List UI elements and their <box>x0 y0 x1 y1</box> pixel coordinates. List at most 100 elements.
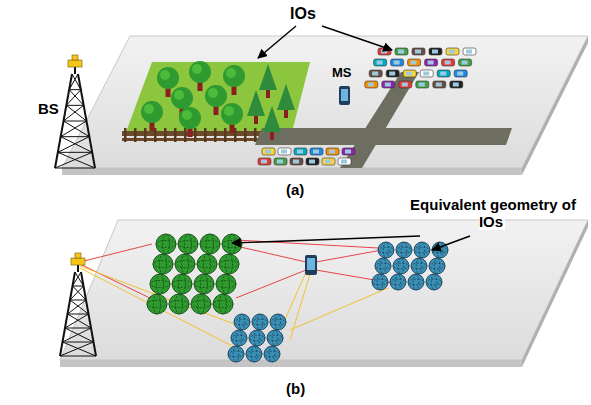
equivalent-sphere-group <box>246 351 262 357</box>
car-group <box>394 61 400 65</box>
equivalent-sphere-group <box>231 335 247 341</box>
equivalent-sphere-group <box>383 242 389 258</box>
equivalent-sphere-group <box>197 254 217 274</box>
ground-plane-a <box>62 168 522 175</box>
base-station-tower <box>58 137 90 153</box>
car-group <box>377 61 383 65</box>
car-group <box>341 160 347 164</box>
equivalent-sphere-group <box>408 274 424 290</box>
equivalent-sphere-group <box>216 274 236 294</box>
equivalent-sphere-group <box>426 279 442 285</box>
equivalent-sphere-group <box>179 274 186 294</box>
equivalent-sphere-group <box>372 279 388 285</box>
equivalent-sphere-group <box>251 346 257 362</box>
car-group <box>459 59 472 66</box>
propagation-path <box>236 246 306 262</box>
equivalent-sphere-group <box>408 279 424 285</box>
equivalent-sphere-group <box>194 274 214 294</box>
equivalent-sphere-group <box>377 274 383 290</box>
mobile-station <box>341 89 348 101</box>
equivalent-sphere-group <box>395 274 401 290</box>
propagation-path <box>80 240 398 350</box>
equivalent-sphere-group <box>156 241 176 248</box>
equivalent-sphere-group <box>437 242 443 258</box>
base-station-tower <box>63 328 92 342</box>
label-text: Equivalent geometry of IOs <box>408 196 576 230</box>
equivalent-sphere-group <box>220 294 227 314</box>
equivalent-sphere-group <box>191 301 211 308</box>
equivalent-sphere-group <box>411 263 427 269</box>
equivalent-sphere-group <box>257 314 263 330</box>
car-group <box>450 81 463 88</box>
car-group <box>338 158 351 165</box>
equivalent-sphere-group <box>176 294 183 314</box>
car-group <box>429 48 442 55</box>
car-group <box>313 150 319 154</box>
base-station-tower <box>58 152 92 153</box>
equivalent-sphere-group <box>175 254 195 274</box>
propagation-path <box>236 240 378 248</box>
station-label: MS <box>330 66 370 81</box>
equivalent-sphere-group <box>233 346 239 362</box>
equivalent-sphere-group <box>153 254 173 274</box>
base-station-tower <box>61 121 87 137</box>
equivalent-sphere-group <box>429 263 445 269</box>
car-group <box>309 160 315 164</box>
mobile-station <box>305 255 317 275</box>
ground-plane-a <box>62 36 588 168</box>
car-group <box>381 50 387 54</box>
equivalent-sphere-group <box>269 346 275 362</box>
base-station-tower <box>69 90 84 106</box>
fence <box>144 128 147 142</box>
base-station-tower <box>60 342 94 356</box>
pointer-arrow <box>258 26 392 58</box>
base-station-tower <box>69 89 81 90</box>
equivalent-sphere-group <box>416 258 422 274</box>
ground-plane-a <box>62 36 588 175</box>
equivalent-sphere-group <box>434 258 440 274</box>
car-group <box>442 59 455 66</box>
base-station-tower <box>68 60 82 67</box>
car-group <box>412 48 425 55</box>
car-group <box>457 72 463 76</box>
callout-label: Equivalent geometry of IOs <box>404 196 580 231</box>
base-station-tower <box>73 286 87 300</box>
car-group <box>391 59 404 66</box>
base-station-tower <box>69 74 78 90</box>
car-group <box>420 70 433 77</box>
pointer-arrow <box>322 26 392 50</box>
equivalent-sphere-group <box>426 274 442 290</box>
base-station-tower <box>66 105 83 106</box>
equivalent-sphere-group <box>249 335 265 341</box>
equivalent-sphere-group <box>172 281 192 288</box>
equivalent-sphere-group <box>226 254 233 274</box>
car-group <box>466 50 472 54</box>
pointer-arrow <box>232 236 470 250</box>
equivalent-sphere-group <box>175 261 195 268</box>
propagation-path <box>290 274 310 340</box>
car-group <box>454 70 467 77</box>
base-station-tower <box>65 314 89 328</box>
equivalent-sphere-group <box>198 294 205 314</box>
car-group <box>290 158 303 165</box>
car-group <box>326 148 339 155</box>
equivalent-sphere-group <box>432 247 448 253</box>
equivalent-sphere-group <box>270 319 286 325</box>
equivalent-sphere-group <box>270 314 286 330</box>
tree-group <box>144 104 154 114</box>
base-station-tower <box>75 253 81 258</box>
equivalent-sphere-group <box>219 261 239 268</box>
car-group <box>278 148 291 155</box>
equivalent-sphere-group <box>147 301 167 308</box>
equivalent-sphere-group <box>390 274 406 290</box>
equivalent-sphere-group <box>178 234 198 254</box>
car-group <box>258 48 476 165</box>
equivalent-sphere-group <box>249 330 265 346</box>
base-station-tower <box>55 168 95 169</box>
tree-group <box>174 90 184 100</box>
label-text: (a) <box>284 181 306 198</box>
equivalent-sphere-group <box>200 241 220 248</box>
equivalent-sphere-group <box>222 234 242 254</box>
ground-plane-b <box>60 360 522 367</box>
